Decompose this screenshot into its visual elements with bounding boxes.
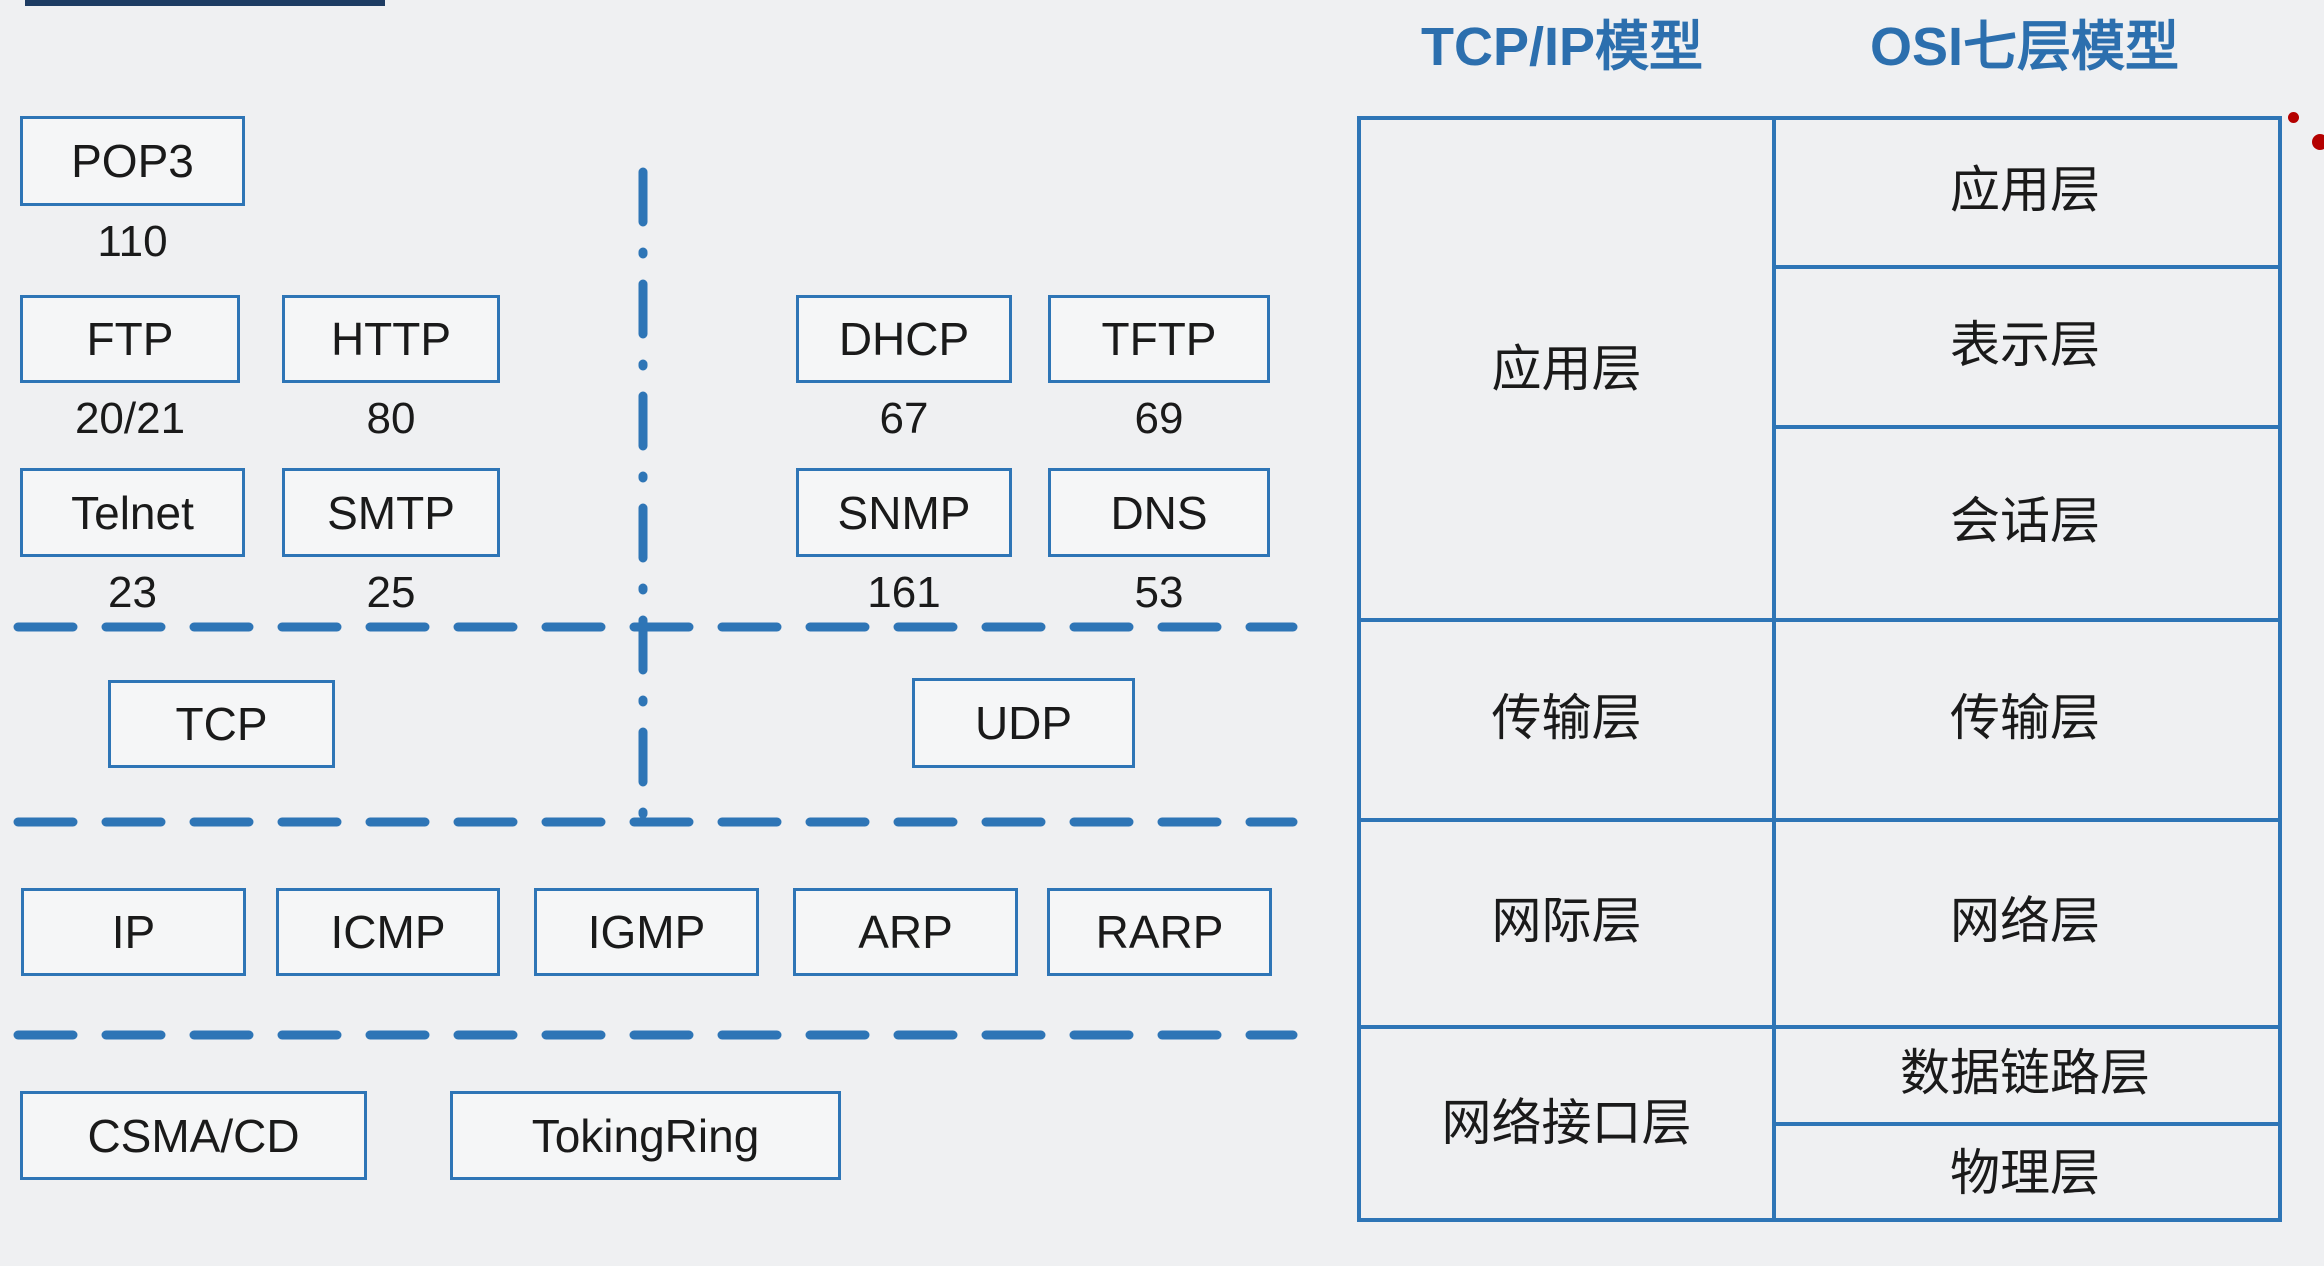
protocol-box-dhcp: DHCP (796, 295, 1012, 383)
protocol-box-tftp: TFTP (1048, 295, 1270, 383)
table-column-divider (1772, 120, 1776, 1218)
table-row-divider-application-presentation (1772, 265, 2278, 269)
osi-model-header: OSI七层模型 (1869, 17, 2180, 77)
table-row-divider-network-link (1361, 1025, 2278, 1029)
tcpip-cell-transport: 传输层 (1491, 690, 1642, 746)
port-label-dns: 53 (1134, 568, 1184, 617)
osi-cell-presentation: 表示层 (1950, 317, 2100, 373)
tcpip-model-header: TCP/IP模型 (1420, 17, 1704, 77)
port-label-ftp: 20/21 (74, 394, 186, 443)
protocol-box-tcp: TCP (108, 680, 335, 768)
red-dot-annotation (2312, 134, 2324, 150)
protocol-box-arp: ARP (793, 888, 1018, 976)
port-label-pop3: 110 (97, 217, 168, 266)
table-row-divider-datalink-physical (1772, 1122, 2278, 1126)
osi-cell-physical: 物理层 (1950, 1145, 2100, 1201)
protocol-box-pop3: POP3 (20, 116, 245, 206)
port-label-smtp: 25 (366, 568, 416, 617)
protocol-box-toking-ring: TokingRing (450, 1091, 841, 1180)
protocol-box-igmp: IGMP (534, 888, 759, 976)
protocol-box-ip: IP (21, 888, 246, 976)
protocol-box-icmp: ICMP (276, 888, 500, 976)
osi-cell-datalink: 数据链路层 (1900, 1045, 2150, 1101)
port-label-http: 80 (366, 394, 416, 443)
osi-cell-session: 会话层 (1950, 493, 2100, 549)
table-row-divider-presentation-session (1772, 425, 2278, 429)
cropped-box-fragment (25, 0, 385, 6)
osi-cell-transport: 传输层 (1950, 690, 2100, 746)
tcpip-cell-network-interface: 网络接口层 (1441, 1095, 1692, 1151)
tcpip-cell-internet: 网际层 (1491, 893, 1642, 949)
red-dot-annotation (2288, 112, 2299, 123)
protocol-box-http: HTTP (282, 295, 500, 383)
model-comparison-table: 应用层 传输层 网际层 网络接口层 应用层 表示层 会话层 传输层 网络层 数据… (1357, 116, 2282, 1222)
osi-cell-network: 网络层 (1950, 893, 2100, 949)
port-label-snmp: 161 (867, 568, 941, 617)
protocol-box-ftp: FTP (20, 295, 240, 383)
tcpip-cell-application: 应用层 (1491, 341, 1642, 397)
protocol-box-dns: DNS (1048, 468, 1270, 557)
port-label-dhcp: 67 (879, 394, 929, 443)
table-row-divider-transport-network (1361, 818, 2278, 822)
port-label-tftp: 69 (1134, 394, 1184, 443)
port-label-telnet: 23 (108, 568, 157, 617)
osi-cell-application: 应用层 (1950, 162, 2100, 218)
protocol-box-csma-cd: CSMA/CD (20, 1091, 367, 1180)
protocol-box-telnet: Telnet (20, 468, 245, 557)
table-row-divider-session-transport (1361, 618, 2278, 622)
protocol-box-snmp: SNMP (796, 468, 1012, 557)
protocol-box-udp: UDP (912, 678, 1135, 768)
protocol-box-smtp: SMTP (282, 468, 500, 557)
protocol-box-rarp: RARP (1047, 888, 1272, 976)
